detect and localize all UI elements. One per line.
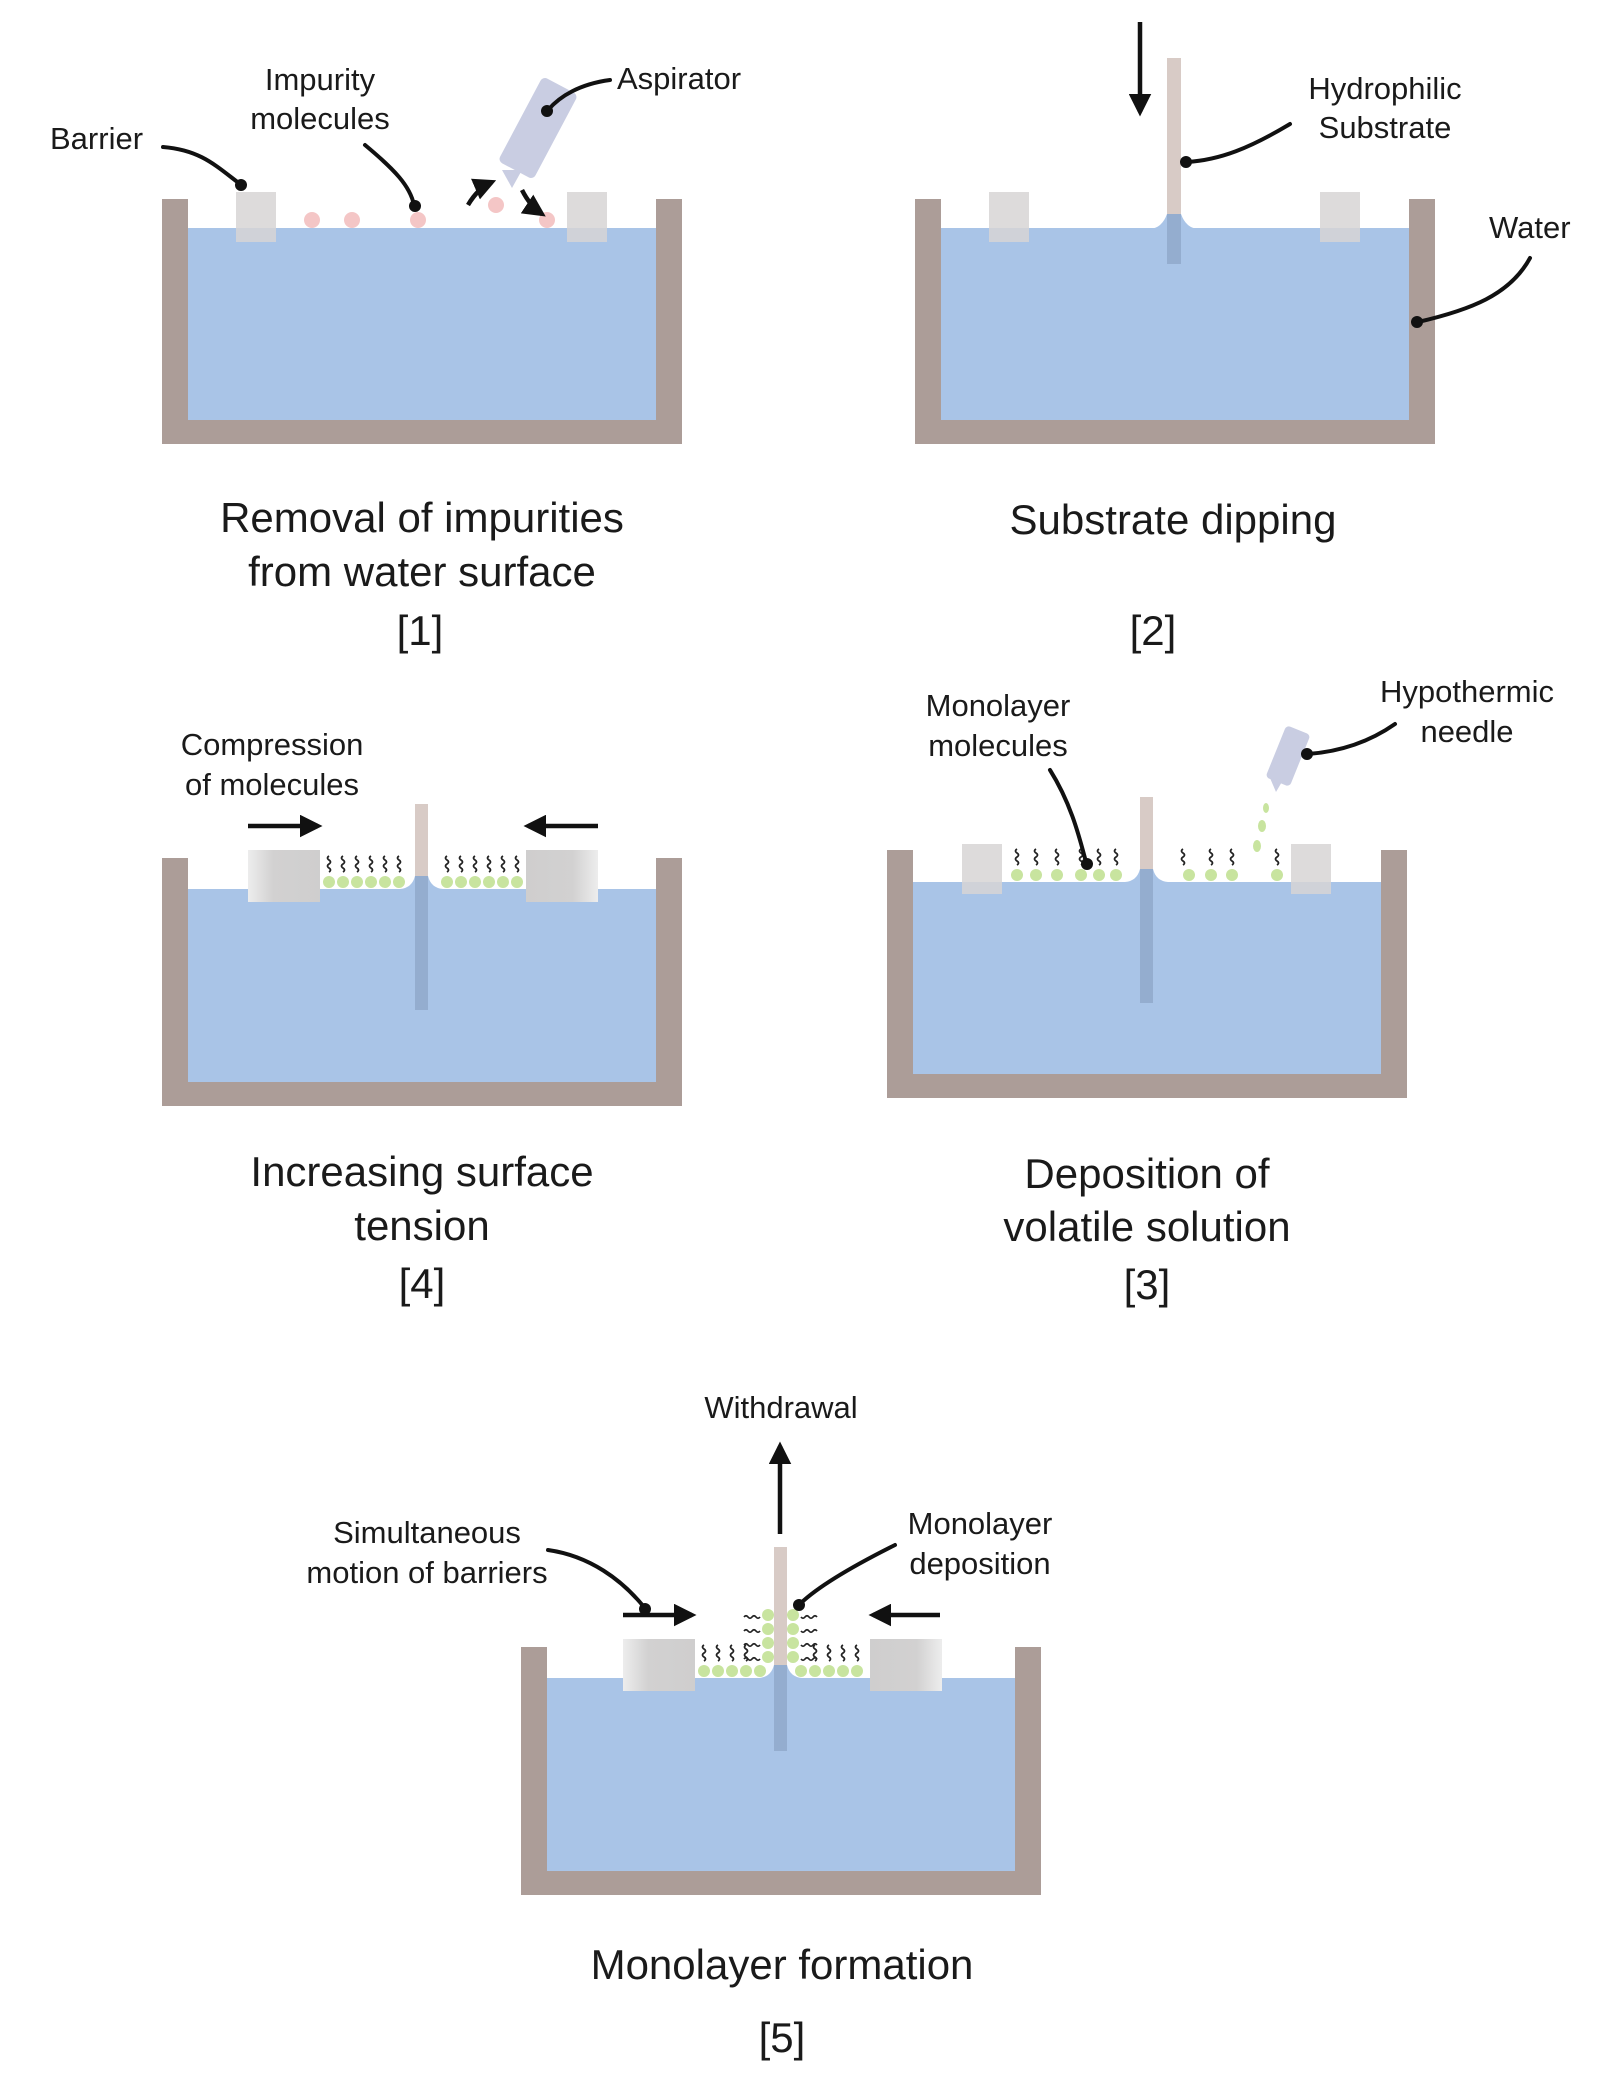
- molecule-tail: [743, 1656, 761, 1662]
- molecule-tail: [458, 855, 464, 873]
- label-needle-2: needle: [1420, 714, 1513, 749]
- barrier-right-2: [1320, 192, 1360, 242]
- step-number-5: [5]: [759, 2014, 806, 2061]
- molecule-tail: [382, 855, 388, 873]
- step-number-4: [4]: [399, 1260, 446, 1307]
- monolayer-tails-4: [326, 855, 520, 873]
- molecule-tail: [326, 855, 332, 873]
- monolayer-left-5: [698, 1609, 774, 1677]
- molecule-tail: [486, 855, 492, 873]
- molecule-tail: [729, 1644, 735, 1662]
- label-barrier: Barrier: [50, 121, 143, 156]
- panel-4: Compression of molecules Increasing surf…: [162, 727, 682, 1307]
- trough-1: [162, 199, 682, 444]
- barrier-right-3: [1291, 844, 1331, 894]
- molecule-tail: [701, 1644, 707, 1662]
- barrier-left-1: [236, 192, 276, 242]
- molecule-tail: [854, 1644, 860, 1662]
- barrier-right-1: [567, 192, 607, 242]
- substrate-4: [415, 804, 428, 880]
- monolayer-molecules-3: [1011, 869, 1283, 881]
- molecule-tail: [500, 855, 506, 873]
- label-aspirator: Aspirator: [617, 61, 741, 96]
- molecule-tail: [800, 1642, 818, 1648]
- step-number-2: [2]: [1130, 607, 1177, 654]
- substrate-3: [1140, 797, 1153, 873]
- label-deposition-1: Monolayer: [908, 1506, 1053, 1541]
- label-water: Water: [1489, 210, 1571, 245]
- molecule-tail: [1229, 848, 1235, 866]
- molecule-tail: [800, 1656, 818, 1662]
- monolayer-left-4: [323, 876, 405, 888]
- molecule-tail: [715, 1644, 721, 1662]
- label-impurity-1: Impurity: [265, 62, 376, 97]
- label-needle-1: Hypothermic: [1380, 674, 1554, 709]
- molecule-tail: [444, 855, 450, 873]
- molecule-tail: [743, 1642, 761, 1648]
- label-compression-1: Compression: [181, 727, 364, 762]
- molecule-tail: [1033, 848, 1039, 866]
- monolayer-right-4: [441, 876, 523, 888]
- molecule-tail: [1113, 848, 1119, 866]
- molecule-tail: [800, 1628, 818, 1634]
- label-monolayer-1: Monolayer: [926, 688, 1071, 723]
- caption-4-line1: Increasing surface: [250, 1148, 593, 1195]
- molecule-tail: [1096, 848, 1102, 866]
- molecule-tail: [743, 1628, 761, 1634]
- molecule-tail: [1180, 848, 1186, 866]
- hypothermic-needle-icon: [1253, 726, 1310, 852]
- caption-1-line2: from water surface: [248, 548, 596, 595]
- caption-1-line1: Removal of impurities: [220, 494, 624, 541]
- label-motion-1: Simultaneous: [333, 1515, 521, 1550]
- barrier-left-3: [962, 844, 1002, 894]
- barrier-left-4: [248, 850, 320, 902]
- molecule-tail: [396, 855, 402, 873]
- impurity-molecules-1: [304, 197, 555, 228]
- panel-2: Hydrophilic Substrate Water Substrate di…: [915, 22, 1571, 654]
- molecule-tail: [1014, 848, 1020, 866]
- label-motion-2: motion of barriers: [306, 1555, 547, 1590]
- step-number-3: [3]: [1124, 1261, 1171, 1308]
- substrate-5: [774, 1547, 787, 1667]
- molecule-tail: [354, 855, 360, 873]
- label-substrate-2: Substrate: [1319, 110, 1452, 145]
- label-compression-2: of molecules: [185, 767, 359, 802]
- molecule-tail: [472, 855, 478, 873]
- molecule-tail: [514, 855, 520, 873]
- molecule-tail: [800, 1614, 818, 1620]
- label-monolayer-2: molecules: [928, 728, 1068, 763]
- caption-3-line1: Deposition of: [1024, 1150, 1269, 1197]
- caption-3-line2: volatile solution: [1003, 1203, 1290, 1250]
- step-number-1: [1]: [397, 607, 444, 654]
- barrier-left-2: [989, 192, 1029, 242]
- barrier-right-4: [526, 850, 598, 902]
- molecule-tail: [1054, 848, 1060, 866]
- molecule-tail: [826, 1644, 832, 1662]
- label-impurity-2: molecules: [250, 101, 390, 136]
- label-deposition-2: deposition: [909, 1546, 1050, 1581]
- molecule-tail: [368, 855, 374, 873]
- molecule-tail: [1274, 848, 1280, 866]
- caption-2: Substrate dipping: [1010, 496, 1337, 543]
- molecule-tail: [340, 855, 346, 873]
- panel-3: Monolayer molecules Hypothermic needle D…: [887, 674, 1554, 1308]
- barrier-right-5: [870, 1639, 942, 1691]
- panel-5: Withdrawal Simultaneous motion of barrie…: [306, 1390, 1052, 2061]
- label-withdrawal: Withdrawal: [704, 1390, 857, 1425]
- label-substrate-1: Hydrophilic: [1308, 71, 1461, 106]
- trough-2: [915, 199, 1435, 444]
- caption-5: Monolayer formation: [591, 1941, 974, 1988]
- panel-1: Barrier Impurity molecules Aspirator Rem…: [50, 61, 741, 654]
- monolayer-side-tails-5: [743, 1614, 818, 1662]
- molecule-tail: [743, 1614, 761, 1620]
- caption-4-line2: tension: [354, 1202, 489, 1249]
- water-1: [188, 228, 656, 420]
- monolayer-tails-3: [1014, 848, 1280, 866]
- molecule-tail: [840, 1644, 846, 1662]
- substrate-2: [1167, 58, 1181, 214]
- molecule-tail: [1208, 848, 1214, 866]
- monolayer-right-5: [787, 1609, 863, 1677]
- barrier-left-5: [623, 1639, 695, 1691]
